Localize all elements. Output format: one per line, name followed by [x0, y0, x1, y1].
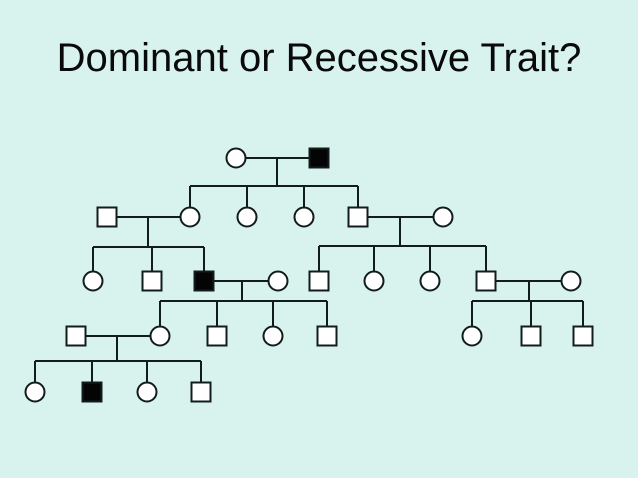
- female-circle: [179, 206, 201, 228]
- female-circle: [363, 270, 385, 292]
- female-circle: [149, 325, 171, 347]
- affected-male-square: [81, 381, 103, 403]
- female-circle: [267, 270, 289, 292]
- female-circle: [262, 325, 284, 347]
- affected-male-square: [193, 270, 215, 292]
- male-square: [572, 325, 594, 347]
- female-circle: [236, 206, 258, 228]
- female-circle: [560, 270, 582, 292]
- female-circle: [82, 270, 104, 292]
- female-circle: [461, 325, 483, 347]
- female-circle: [225, 147, 247, 169]
- male-square: [206, 325, 228, 347]
- male-square: [190, 381, 212, 403]
- female-circle: [432, 206, 454, 228]
- male-square: [347, 206, 369, 228]
- female-circle: [24, 381, 46, 403]
- slide-title: Dominant or Recessive Trait?: [56, 36, 582, 80]
- female-circle: [293, 206, 315, 228]
- male-square: [520, 325, 542, 347]
- male-square: [308, 270, 330, 292]
- male-square: [316, 325, 338, 347]
- female-circle: [419, 270, 441, 292]
- male-square: [96, 206, 118, 228]
- female-circle: [136, 381, 158, 403]
- affected-male-square: [308, 147, 330, 169]
- male-square: [65, 325, 87, 347]
- male-square: [475, 270, 497, 292]
- male-square: [141, 270, 163, 292]
